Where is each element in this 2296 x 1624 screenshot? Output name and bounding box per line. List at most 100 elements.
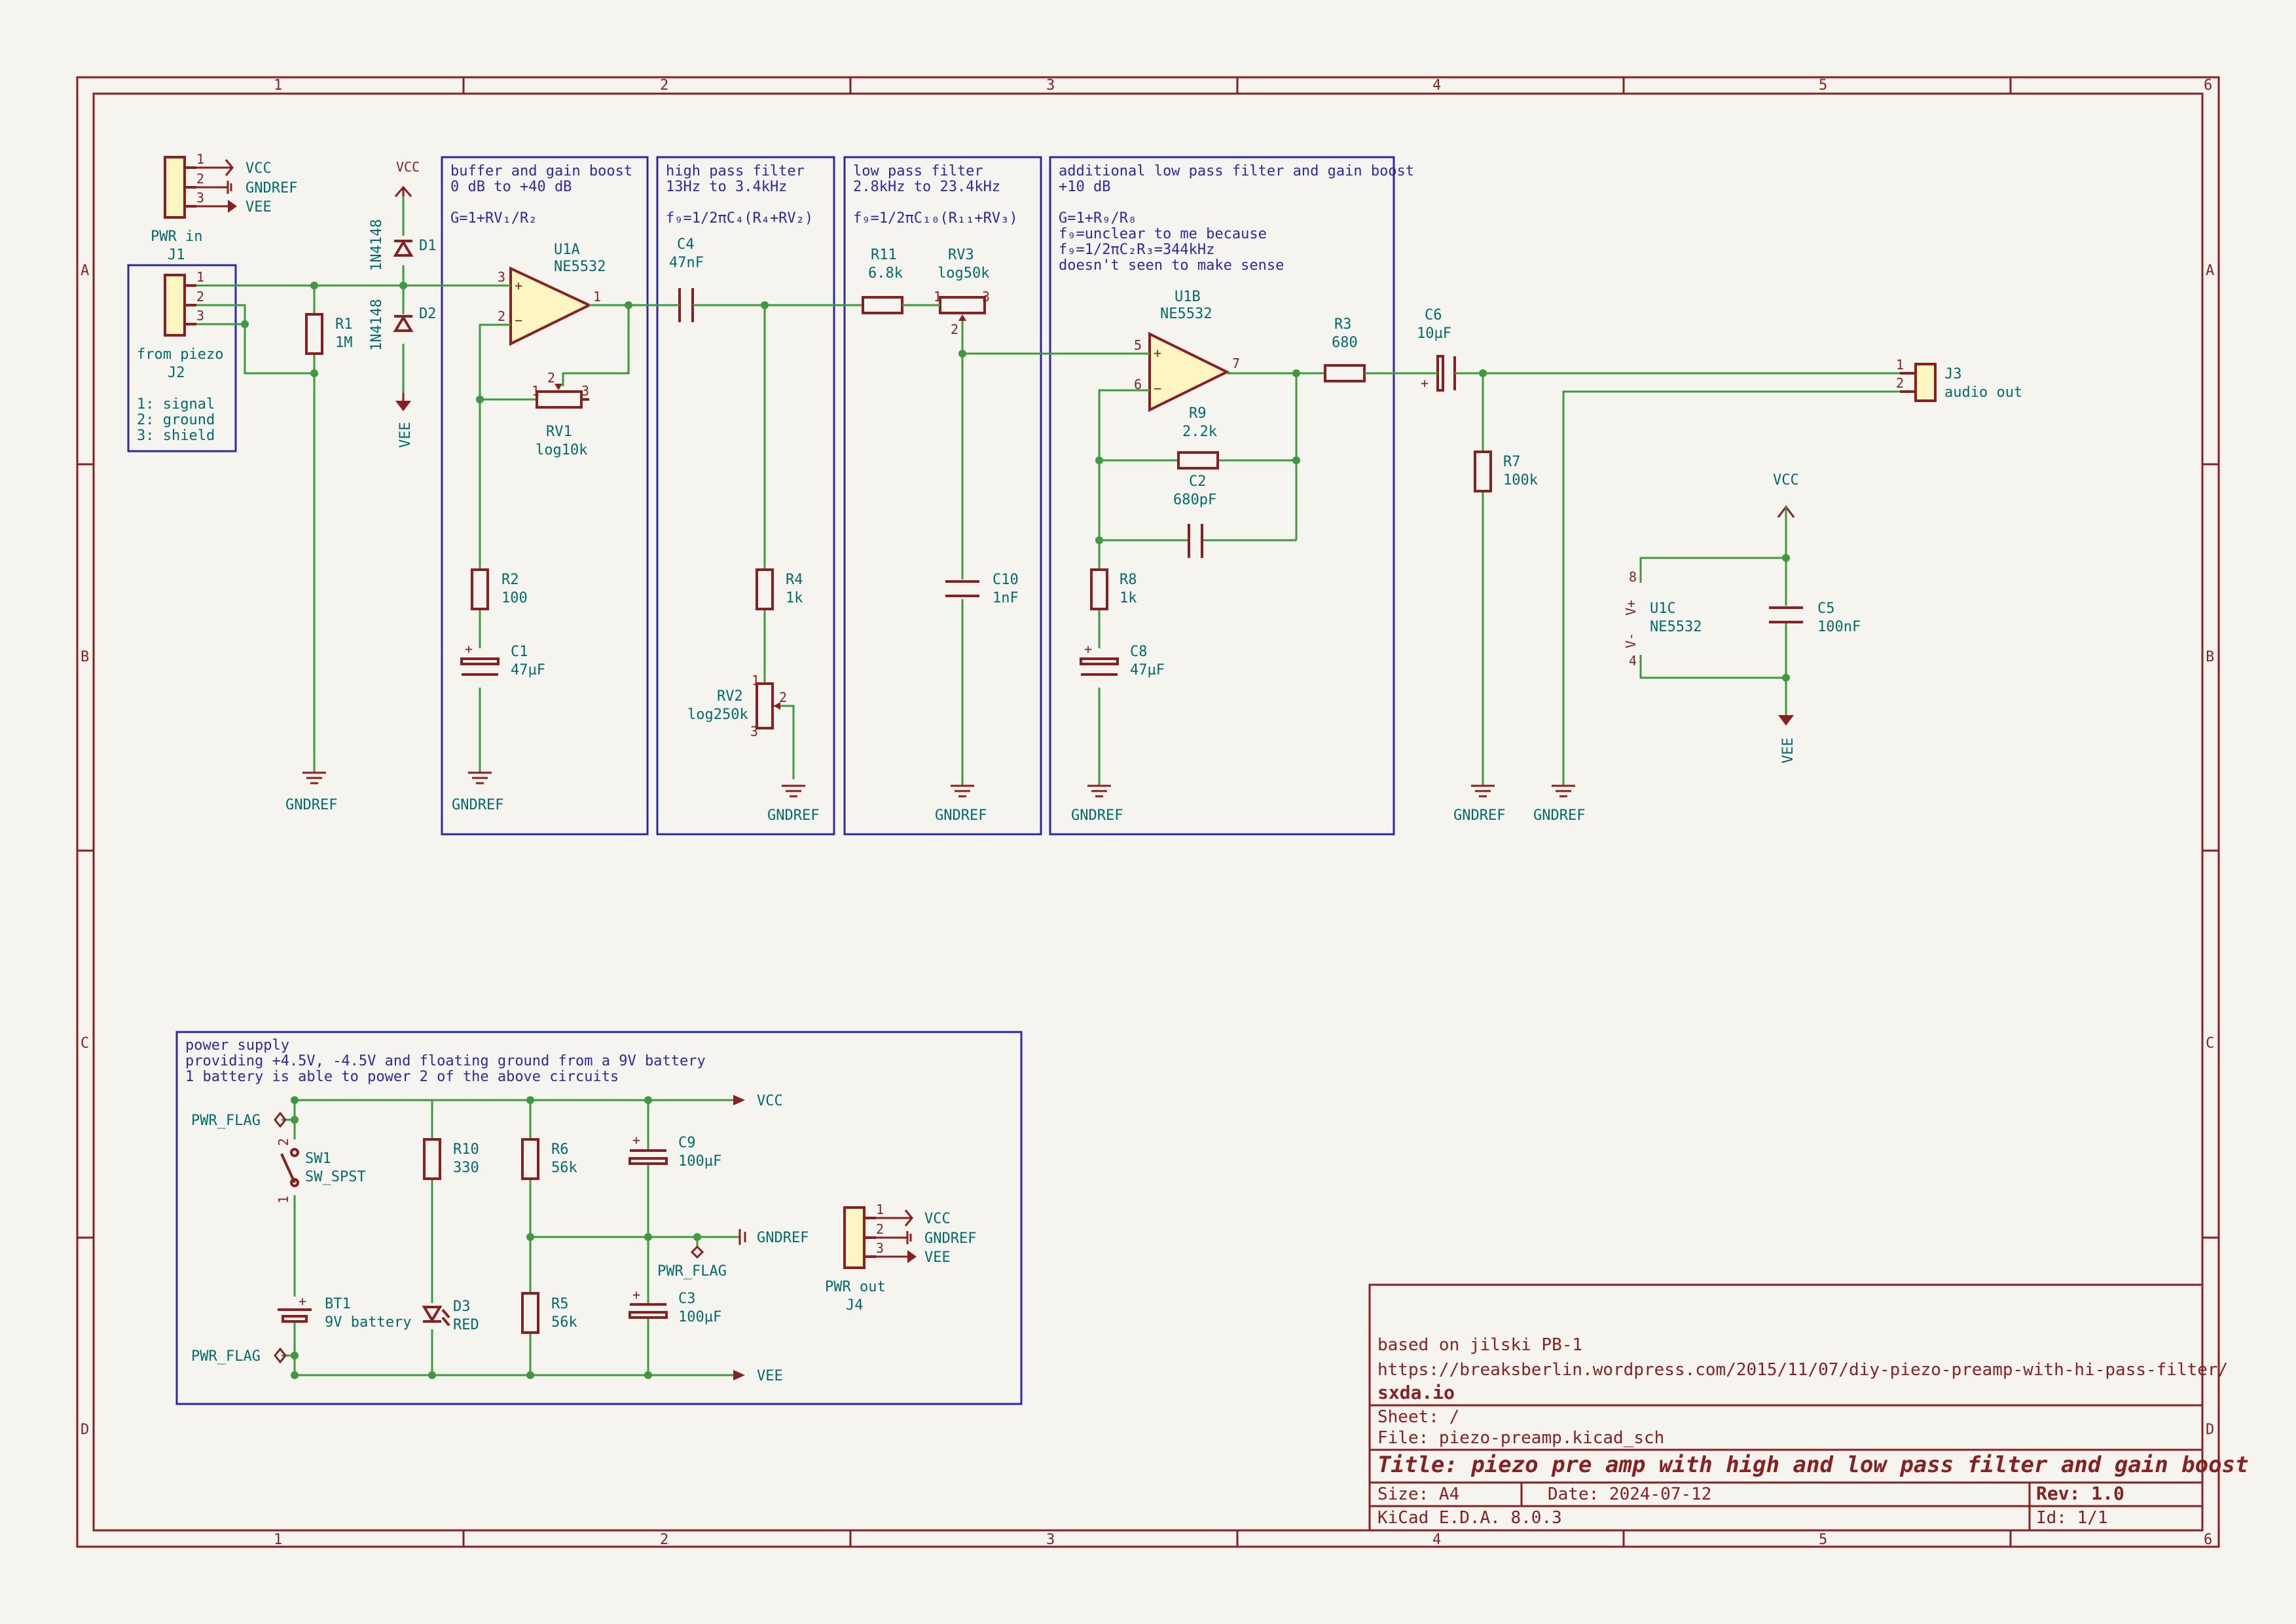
svg-text:−: − <box>1154 380 1161 396</box>
tb-rev: Rev: 1.0 <box>2036 1483 2124 1504</box>
svg-text:log10k: log10k <box>536 442 587 458</box>
row-label: B <box>81 649 89 665</box>
svg-text:GNDREF: GNDREF <box>935 807 987 824</box>
svg-text:9V battery: 9V battery <box>325 1314 411 1331</box>
switch-sw1: 2 1 SW1 SW_SPST <box>276 1138 366 1204</box>
svg-text:680: 680 <box>1332 335 1358 351</box>
svg-text:C9: C9 <box>678 1135 696 1151</box>
svg-text:G=1+R₉/R₈: G=1+R₉/R₈ <box>1059 210 1137 227</box>
power-supply-block <box>175 1031 1023 1405</box>
svg-text:100µF: 100µF <box>678 1153 721 1170</box>
diode-d2: D2 1N4148 VEE <box>369 299 437 448</box>
svg-text:high pass filter: high pass filter <box>666 163 805 179</box>
hpf-block <box>656 156 835 836</box>
svg-text:10µF: 10µF <box>1417 325 1451 342</box>
svg-text:2: 2 <box>876 1221 884 1237</box>
tb-comment2: https://breaksberlin.wordpress.com/2015/… <box>1377 1360 2228 1380</box>
svg-text:3: 3 <box>196 190 204 206</box>
lpf2-note: additional low pass filter and gain boos… <box>1059 163 1414 274</box>
col-label: 6 <box>2204 77 2212 94</box>
resistor-r7: R7 100k <box>1474 451 1538 492</box>
svg-text:R8: R8 <box>1120 572 1137 588</box>
svg-text:VEE: VEE <box>246 199 272 215</box>
svg-text:R9: R9 <box>1189 405 1207 422</box>
resistor-r5: R5 56k <box>521 1292 577 1334</box>
svg-text:+: + <box>299 1293 306 1309</box>
led-d3: D3 RED <box>422 1299 479 1333</box>
u1c-wires <box>1639 507 1787 715</box>
resistor-r8: R8 1k <box>1090 568 1137 610</box>
svg-text:1: signal: 1: signal <box>137 396 215 413</box>
resistor-r4: R4 1k <box>756 568 803 610</box>
svg-text:SW1: SW1 <box>305 1151 331 1167</box>
pwr-flag: PWR_FLAG <box>191 1111 287 1129</box>
svg-text:3: 3 <box>750 724 758 739</box>
vcc-rail-label: VCC <box>733 1093 783 1109</box>
svg-text:U1A: U1A <box>554 242 580 258</box>
svg-text:RED: RED <box>453 1317 479 1333</box>
svg-text:VCC: VCC <box>924 1211 951 1227</box>
svg-text:G=1+RV₁/R₂: G=1+RV₁/R₂ <box>450 210 537 227</box>
svg-text:log50k: log50k <box>938 265 989 282</box>
col-label: 2 <box>660 77 668 94</box>
tb-date: Date: 2024-07-12 <box>1548 1485 1711 1504</box>
title-block: based on jilski PB-1 https://breaksberli… <box>1368 1283 2249 1532</box>
svg-text:1: 1 <box>876 1202 884 1217</box>
svg-text:providing +4.5V, -4.5V and flo: providing +4.5V, -4.5V and floating grou… <box>185 1053 706 1069</box>
svg-text:GNDREF: GNDREF <box>285 797 337 813</box>
svg-text:3: shield: 3: shield <box>137 428 215 444</box>
svg-text:+: + <box>1154 345 1161 361</box>
svg-text:GNDREF: GNDREF <box>1453 807 1505 824</box>
svg-text:2: 2 <box>498 308 505 324</box>
row-label: D <box>81 1422 89 1438</box>
vee-rail-label: VEE <box>733 1368 783 1384</box>
capacitor-c2: C2 680pF <box>1173 473 1216 558</box>
svg-text:2.8kHz to 23.4kHz: 2.8kHz to 23.4kHz <box>853 179 1000 195</box>
piezo-input-box <box>127 264 237 452</box>
tb-company: sxda.io <box>1377 1382 1455 1403</box>
svg-text:C1: C1 <box>511 644 528 660</box>
svg-text:6: 6 <box>1134 377 1142 392</box>
svg-text:1N4148: 1N4148 <box>369 219 385 271</box>
svg-text:GNDREF: GNDREF <box>452 797 503 813</box>
svg-text:56k: 56k <box>551 1160 577 1176</box>
svg-text:additional low pass filter and: additional low pass filter and gain boos… <box>1059 163 1414 179</box>
col-label: 2 <box>660 1532 668 1548</box>
svg-text:R7: R7 <box>1503 454 1521 470</box>
svg-text:BT1: BT1 <box>325 1296 351 1312</box>
opamp-u1a: 3 2 + − 1 U1A NE5532 <box>498 242 606 346</box>
svg-text:VEE: VEE <box>1780 737 1796 764</box>
svg-text:V+: V+ <box>1623 600 1639 616</box>
svg-text:D3: D3 <box>453 1299 471 1315</box>
connector-j4: 1 2 3 VCC GNDREF VEE PWR out J4 <box>825 1202 976 1314</box>
resistor-r2: R2 100 <box>471 568 528 610</box>
outer-border <box>76 76 2220 1548</box>
svg-text:PWR_FLAG: PWR_FLAG <box>191 1113 261 1129</box>
svg-text:C2: C2 <box>1189 473 1207 490</box>
svg-text:VCC: VCC <box>396 159 420 175</box>
col-label: 3 <box>1046 77 1055 94</box>
capacitor-c4: C4 47nF <box>669 236 704 322</box>
svg-text:D1: D1 <box>419 238 437 254</box>
svg-text:R3: R3 <box>1334 316 1352 333</box>
resistor-r11: R11 6.8k <box>862 247 903 314</box>
col-label: 1 <box>274 1532 282 1548</box>
tb-tool: KiCad E.D.A. 8.0.3 <box>1377 1508 1562 1528</box>
svg-text:2: 2 <box>547 370 555 386</box>
svg-text:GNDREF: GNDREF <box>757 1230 809 1246</box>
opamp-u1b: 5 6 + − 7 U1B NE5532 <box>1134 289 1240 413</box>
ground-symbol: GNDREF <box>452 771 503 813</box>
svg-text:PWR in: PWR in <box>151 229 202 245</box>
svg-text:1: 1 <box>196 151 204 167</box>
svg-text:log250k: log250k <box>687 707 748 723</box>
svg-text:U1C: U1C <box>1650 600 1676 617</box>
pwr-flag: PWR_FLAG <box>657 1245 727 1280</box>
svg-text:3: 3 <box>498 269 505 285</box>
svg-text:GNDREF: GNDREF <box>767 807 819 824</box>
svg-text:+: + <box>465 641 473 657</box>
svg-text:D2: D2 <box>419 306 437 322</box>
svg-text:1: 1 <box>196 269 204 285</box>
resistor-r6: R6 56k <box>521 1138 577 1180</box>
svg-text:1k: 1k <box>1120 590 1137 606</box>
